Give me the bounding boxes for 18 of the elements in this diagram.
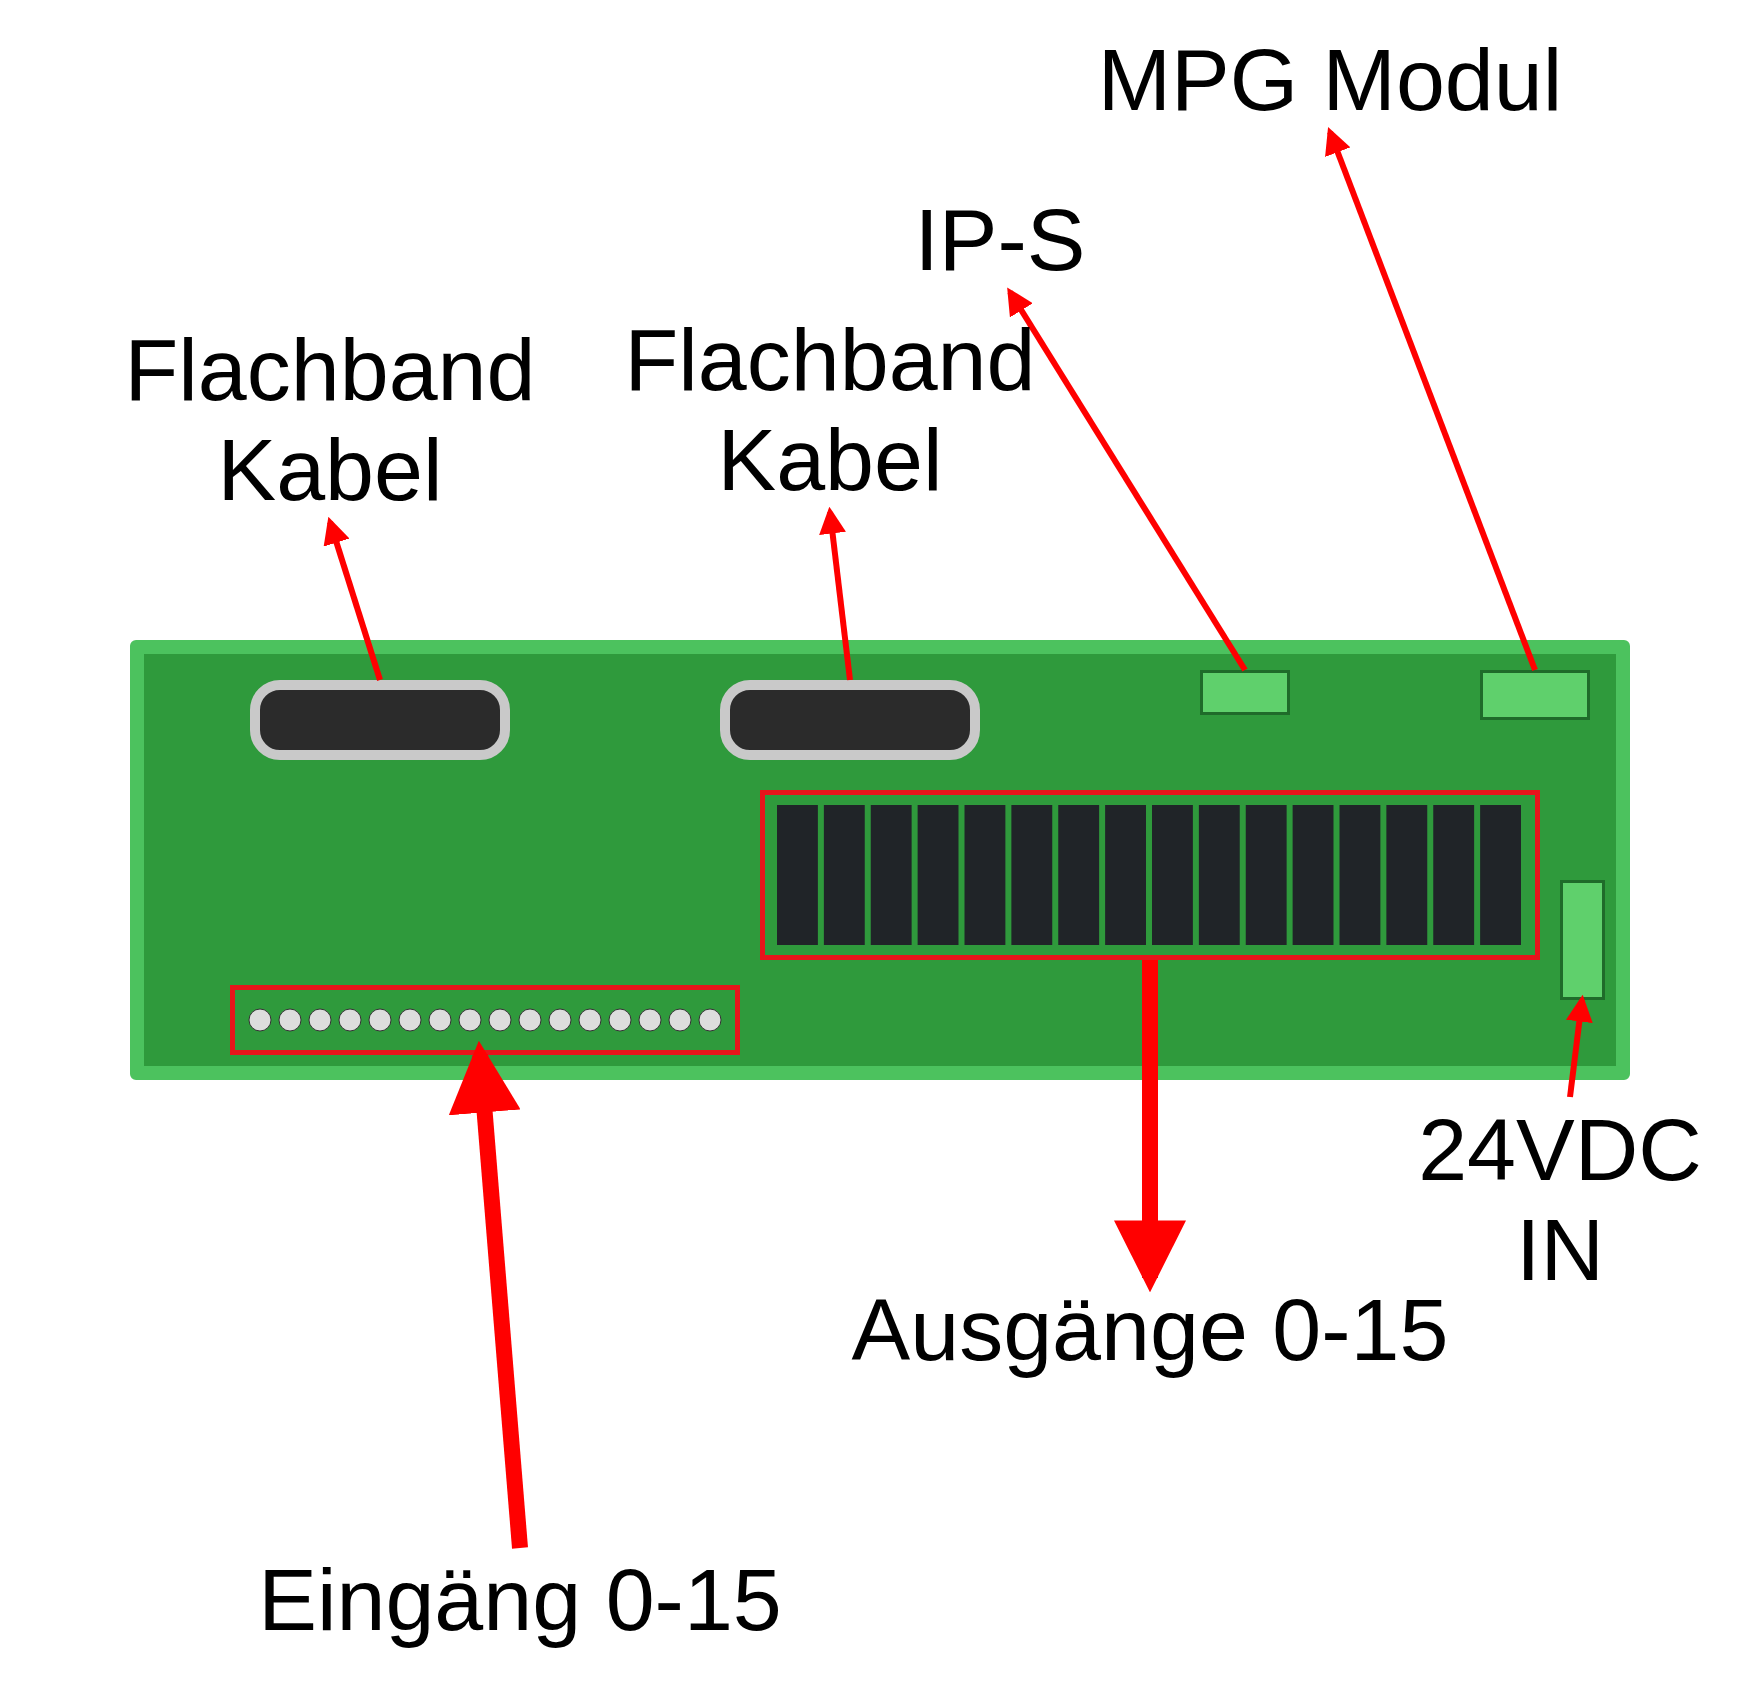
leader-arrow xyxy=(323,516,383,681)
terminal-block xyxy=(1480,670,1590,720)
circuit-board-drawing xyxy=(130,640,1630,1080)
highlight-frame xyxy=(230,985,740,1055)
callout-label: Flachband Kabel xyxy=(90,320,570,520)
terminal-block xyxy=(1560,880,1605,1000)
leader-arrow xyxy=(1325,126,1538,672)
leader-arrow xyxy=(448,1040,528,1549)
leader-arrow xyxy=(819,506,853,681)
sub-d-connector xyxy=(250,680,510,760)
callout-label: Flachband Kabel xyxy=(590,310,1070,510)
leader-arrow xyxy=(1114,960,1186,1293)
callout-label: IP-S xyxy=(870,190,1130,290)
callout-label: Eingäng 0-15 xyxy=(210,1550,830,1650)
sub-d-connector xyxy=(720,680,980,760)
callout-label: MPG Modul xyxy=(1050,30,1610,130)
terminal-block xyxy=(1200,670,1290,715)
highlight-frame xyxy=(760,790,1540,960)
